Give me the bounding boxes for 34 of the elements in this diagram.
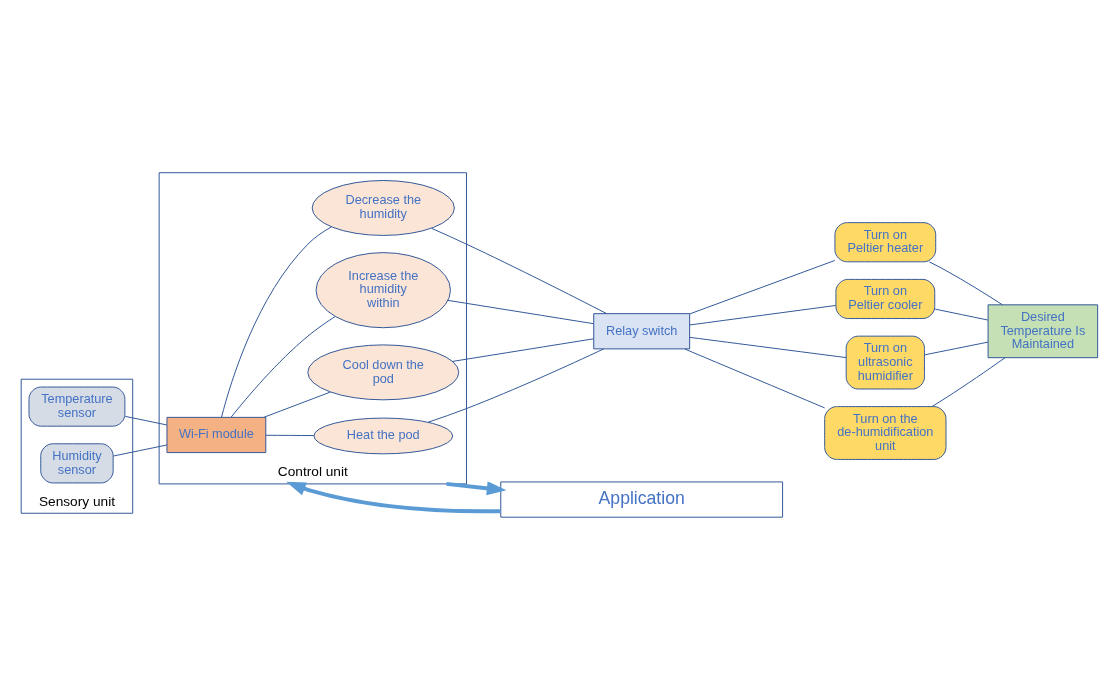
connector	[447, 299, 594, 325]
connector	[265, 434, 315, 437]
connector	[230, 316, 336, 418]
node-box: Turn on ultrasonic humidifier	[845, 335, 925, 390]
node-box: Turn on the de-humidification unit	[824, 406, 947, 460]
connector	[221, 226, 332, 418]
connector	[452, 338, 595, 362]
connector	[431, 227, 608, 315]
connector	[689, 305, 837, 326]
node-box: Relay switch	[593, 313, 691, 350]
arrow	[286, 481, 501, 514]
connector	[934, 308, 989, 321]
arrow	[446, 481, 507, 496]
connector	[931, 357, 1006, 407]
node-ellipse: Decrease the humidity	[311, 180, 455, 236]
connector	[112, 444, 168, 457]
node-ellipse: Cool down the pod	[307, 344, 460, 401]
node-box: Turn on Peltier heater	[834, 222, 937, 263]
node-box: Wi-Fi module	[166, 416, 267, 454]
connector	[684, 348, 826, 409]
node-ellipse: Heat the pod	[313, 417, 454, 455]
connector	[263, 391, 331, 418]
connector	[924, 341, 989, 356]
node-box: Humidity sensor	[40, 443, 114, 484]
node-box: Temperature sensor	[28, 386, 126, 427]
connector	[427, 348, 605, 423]
node-box: Turn on Peltier cooler	[835, 278, 936, 320]
connector	[689, 336, 847, 359]
node-box: Desired Temperature Is Maintained	[987, 304, 1099, 359]
node-box: Application	[500, 481, 784, 518]
node-ellipse: Increase the humidity within	[315, 252, 451, 329]
connector	[928, 261, 1003, 306]
connector	[124, 415, 168, 426]
connector	[689, 260, 836, 315]
